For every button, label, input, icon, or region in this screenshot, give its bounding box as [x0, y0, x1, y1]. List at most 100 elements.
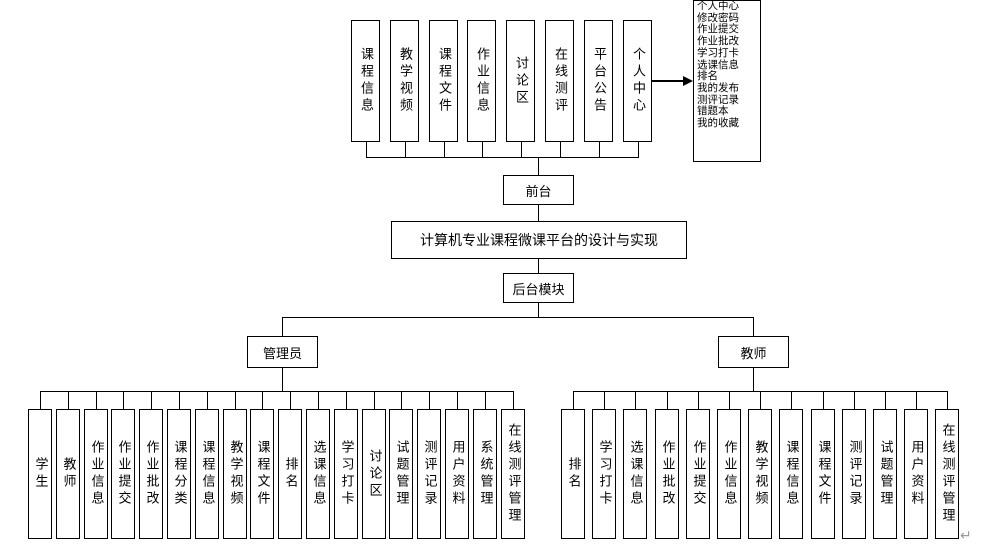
admin-module-4: 作业提交 [111, 409, 135, 539]
frontend-stem [538, 157, 539, 175]
admin-module-9: 课程文件 [250, 409, 274, 539]
admin-module-stem [96, 391, 97, 409]
admin-module-stem [235, 391, 236, 409]
admin-module-4-label: 作业提交 [115, 440, 131, 508]
personal-center-item: 学习打卡 [697, 46, 739, 59]
admin-module-5: 作业批改 [139, 409, 163, 539]
top-module-stem [481, 142, 483, 157]
teacher-module-10-label: 测评记录 [846, 440, 862, 508]
teacher-node: 教师 [718, 336, 789, 368]
personal-center-item: 修改密码 [697, 11, 739, 24]
teacher-module-10: 测评记录 [842, 409, 866, 539]
admin-module-stem [485, 391, 486, 409]
admin-module-3: 作业信息 [84, 409, 108, 539]
admin-module-18-label: 在线测评管理 [505, 423, 521, 525]
top-module-2: 教学视频 [390, 20, 419, 142]
teacher-module-stem [729, 391, 730, 409]
top-module-stem [365, 142, 367, 157]
teacher-module-13: 在线测评管理 [935, 409, 959, 539]
admin-module-8-label: 教学视频 [227, 440, 243, 508]
admin-module-10: 排名 [278, 409, 302, 539]
admin-module-3-label: 作业信息 [88, 440, 104, 508]
admin-label: 管理员 [262, 346, 302, 362]
admin-module-11-label: 选课信息 [310, 440, 326, 508]
teacher-module-2: 学习打卡 [592, 409, 616, 539]
return-mark: ↵ [960, 528, 972, 544]
top-module-stem [520, 142, 522, 157]
admin-module-6-label: 课程分类 [171, 440, 187, 508]
teacher-module-stem [573, 391, 574, 409]
admin-module-stem [151, 391, 152, 409]
teacher-module-11: 试题管理 [873, 409, 897, 539]
teacher-module-6: 作业信息 [717, 409, 741, 539]
top-module-stem [559, 142, 561, 157]
top-module-1: 课程信息 [351, 20, 380, 142]
admin-module-2: 教师 [56, 409, 80, 539]
branch-line [282, 317, 754, 318]
teacher-module-stem [667, 391, 668, 409]
frontend-node: 前台 [503, 175, 574, 205]
admin-stem [282, 317, 283, 336]
top-module-7-label: 平台公告 [591, 47, 606, 115]
teacher-down-stem [753, 368, 754, 391]
admin-module-17: 系统管理 [473, 409, 497, 539]
admin-module-stem [290, 391, 291, 409]
teacher-module-3: 选课信息 [623, 409, 647, 539]
teacher-bus-line [573, 391, 948, 392]
top-module-5-label: 讨论区 [513, 55, 528, 107]
admin-module-stem [207, 391, 208, 409]
admin-module-15: 测评记录 [417, 409, 441, 539]
admin-bus-line [40, 391, 514, 392]
top-module-8: 个人中心 [623, 20, 652, 142]
title-node: 计算机专业课程微课平台的设计与实现 [391, 221, 687, 259]
admin-module-stem [123, 391, 124, 409]
arrow-line [652, 80, 683, 82]
teacher-module-9: 课程文件 [811, 409, 835, 539]
teacher-module-5: 作业提交 [686, 409, 710, 539]
admin-module-16: 用户资料 [445, 409, 469, 539]
teacher-module-stem [947, 391, 948, 409]
teacher-module-stem [854, 391, 855, 409]
admin-module-17-label: 系统管理 [477, 440, 493, 508]
teacher-module-1-label: 排名 [565, 457, 581, 491]
top-module-6-label: 在线测评 [552, 47, 567, 115]
teacher-module-6-label: 作业信息 [721, 440, 737, 508]
teacher-label: 教师 [740, 346, 767, 362]
admin-module-12-label: 学习打卡 [338, 440, 354, 508]
personal-center-item: 测评记录 [697, 93, 739, 106]
teacher-module-12-label: 用户资料 [908, 440, 924, 508]
admin-module-stem [457, 391, 458, 409]
admin-module-stem [179, 391, 180, 409]
title-to-backend [538, 259, 539, 273]
teacher-module-5-label: 作业提交 [690, 440, 706, 508]
personal-center-item: 我的收藏 [697, 117, 739, 130]
admin-module-1: 学生 [28, 409, 52, 539]
top-module-1-label: 课程信息 [358, 47, 373, 115]
teacher-module-stem [791, 391, 792, 409]
admin-module-5-label: 作业批改 [143, 440, 159, 508]
top-module-stem [637, 142, 639, 157]
admin-module-stem [318, 391, 319, 409]
admin-module-14: 试题管理 [389, 409, 413, 539]
arrow-head-icon [683, 76, 693, 86]
top-module-4: 作业信息 [467, 20, 496, 142]
personal-center-item: 选课信息 [697, 58, 739, 71]
backend-label: 后台模块 [512, 282, 565, 298]
teacher-module-9-label: 课程文件 [815, 440, 831, 508]
teacher-module-3-label: 选课信息 [627, 440, 643, 508]
admin-module-2-label: 教师 [60, 457, 76, 491]
admin-module-stem [513, 391, 514, 409]
admin-module-stem [346, 391, 347, 409]
teacher-module-4-label: 作业批改 [659, 440, 675, 508]
personal-center-item: 我的发布 [697, 81, 739, 94]
admin-module-11: 选课信息 [306, 409, 330, 539]
teacher-module-1: 排名 [561, 409, 585, 539]
teacher-module-8-label: 课程信息 [783, 440, 799, 508]
top-module-8-label: 个人中心 [630, 47, 645, 115]
admin-module-13: 讨论区 [362, 409, 386, 539]
personal-center-item: 排名 [697, 70, 718, 83]
diagram-title: 计算机专业课程微课平台的设计与实现 [420, 233, 658, 249]
top-module-7: 平台公告 [584, 20, 613, 142]
teacher-module-12: 用户资料 [904, 409, 928, 539]
